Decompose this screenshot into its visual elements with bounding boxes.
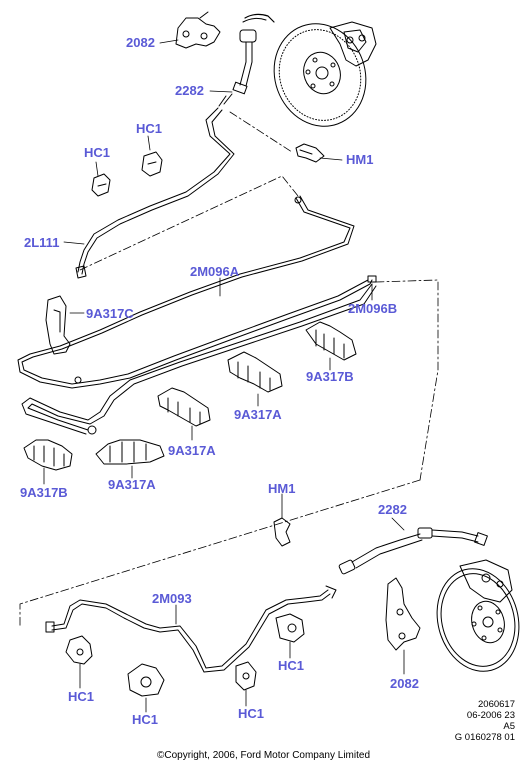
callout-9a317b-right: 9A317B <box>306 369 354 384</box>
meta-line-2: 06-2006 23 <box>466 709 515 721</box>
pipe-lower-loop <box>21 283 377 435</box>
clip-9a317b-right <box>305 321 357 361</box>
callout-9a317c: 9A317C <box>86 306 134 321</box>
callout-2m096b: 2M096B <box>348 301 398 316</box>
top-hm1-clip <box>295 143 325 163</box>
meta-line-1: 2060617 <box>478 699 515 710</box>
callout-9a317a-left: 9A317A <box>168 443 216 458</box>
drawing-meta: 2060617 06-2006 23 A5 G 0160278 01 <box>454 699 515 744</box>
callout-2082-top: 2082 <box>126 35 155 50</box>
clip-9a317a-bottom <box>95 439 165 465</box>
pipe-2m096a <box>17 195 377 389</box>
pipe-2l111 <box>75 107 235 279</box>
callout-2082-bottom: 2082 <box>390 676 419 691</box>
top-flexible-hose <box>218 13 275 107</box>
callout-hc1-top-left: HC1 <box>84 145 111 160</box>
meta-line-3: A5 <box>503 720 515 732</box>
pipe-2m093 <box>45 585 337 673</box>
callout-2m096a: 2M096A <box>190 264 240 279</box>
callout-2m093: 2M093 <box>152 591 192 606</box>
bottom-brake-bracket <box>385 577 421 651</box>
callout-2282-bottom: 2282 <box>378 502 407 517</box>
clip-9a317c <box>45 295 71 355</box>
callout-hc1-bottom-c: HC1 <box>238 706 265 721</box>
clip-9a317b-left <box>23 439 73 471</box>
callout-9a317a-mid: 9A317A <box>234 407 282 422</box>
callout-hm1-top: HM1 <box>346 152 374 167</box>
leader-lines <box>43 39 405 713</box>
copyright-notice: ©Copyright, 2006, Ford Motor Company Lim… <box>156 750 371 761</box>
callout-hc1-bottom-a: HC1 <box>68 689 95 704</box>
bottom-hose-clips <box>65 613 305 697</box>
callout-hc1-top-right: HC1 <box>136 121 163 136</box>
bottom-brake-disc <box>436 559 520 672</box>
clip-9a317a-left <box>157 387 211 427</box>
callout-2l111: 2L111 <box>24 235 60 250</box>
callout-hm1-bottom: HM1 <box>268 481 296 496</box>
callout-9a317b-left: 9A317B <box>20 485 68 500</box>
bottom-hm1-clip <box>273 517 291 547</box>
meta-line-4: G 0160278 01 <box>454 731 515 743</box>
bottom-flexible-hose <box>338 527 488 575</box>
clip-9a317a-mid <box>227 351 283 393</box>
top-brake-disc <box>273 21 377 127</box>
callout-9a317a-bottom: 9A317A <box>108 477 156 492</box>
dashdot-routing-lines <box>19 111 439 629</box>
callout-hc1-bottom-d: HC1 <box>278 658 305 673</box>
top-hose-clips <box>91 151 163 197</box>
callout-hc1-bottom-b: HC1 <box>132 712 159 727</box>
callout-2282-top: 2282 <box>175 83 204 98</box>
top-brake-bracket <box>175 11 221 49</box>
